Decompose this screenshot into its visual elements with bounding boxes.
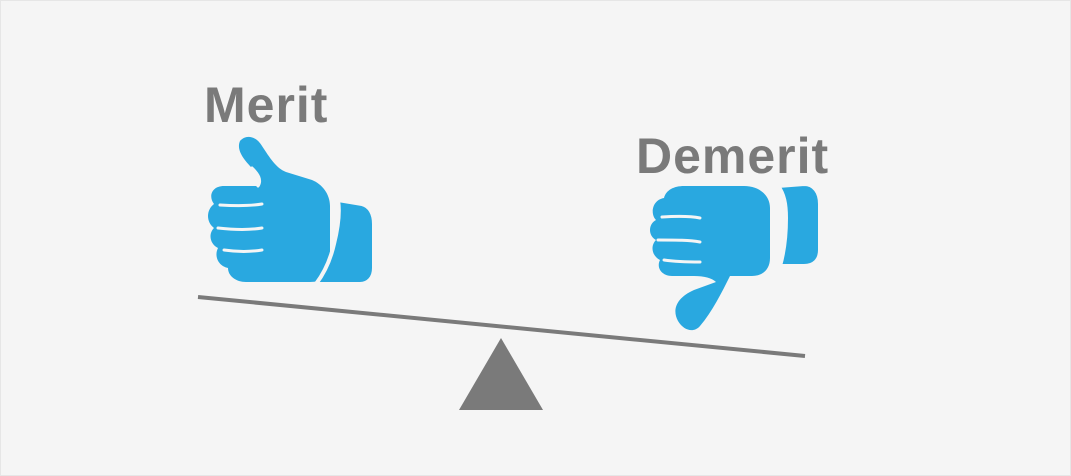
balance-beam: [197, 295, 806, 358]
thumbs-up-icon: [208, 136, 376, 286]
fulcrum-triangle: [459, 338, 543, 410]
thumbs-down-icon: [650, 182, 822, 331]
demerit-label: Demerit: [636, 128, 830, 184]
merit-label: Merit: [204, 77, 329, 133]
